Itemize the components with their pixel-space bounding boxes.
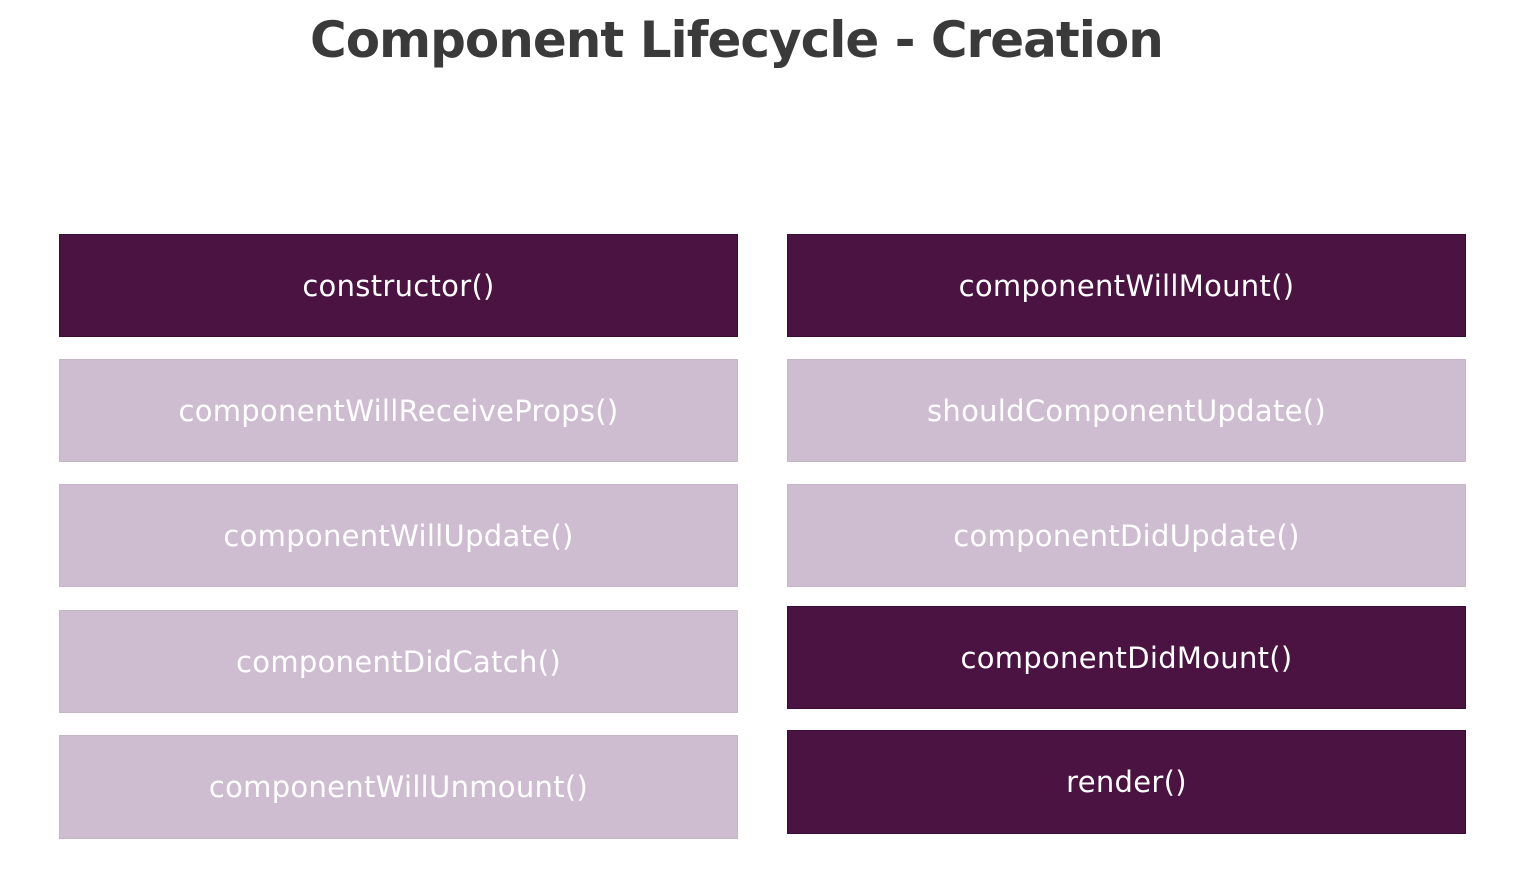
lifecycle-box-constructor: constructor() xyxy=(59,234,738,337)
lifecycle-box-label: shouldComponentUpdate() xyxy=(927,393,1326,428)
lifecycle-box-componentwillupdate: componentWillUpdate() xyxy=(59,484,738,587)
lifecycle-box-label: componentWillMount() xyxy=(958,268,1295,303)
lifecycle-box-componentwillreceiveprops: componentWillReceiveProps() xyxy=(59,359,738,462)
lifecycle-box-render: render() xyxy=(787,730,1466,834)
lifecycle-box-componentdidmount: componentDidMount() xyxy=(787,606,1466,709)
lifecycle-box-componentwillunmount: componentWillUnmount() xyxy=(59,735,738,839)
lifecycle-box-label: render() xyxy=(1066,765,1187,799)
lifecycle-box-label: constructor() xyxy=(302,268,495,303)
lifecycle-box-label: componentDidUpdate() xyxy=(953,518,1300,553)
lifecycle-box-label: componentWillReceiveProps() xyxy=(178,393,619,428)
lifecycle-box-label: componentDidCatch() xyxy=(236,644,561,679)
lifecycle-box-componentwillmount: componentWillMount() xyxy=(787,234,1466,337)
lifecycle-box-label: componentDidMount() xyxy=(960,640,1293,675)
slide-title: Component Lifecycle - Creation xyxy=(310,11,1164,69)
lifecycle-box-shouldcomponentupdate: shouldComponentUpdate() xyxy=(787,359,1466,462)
lifecycle-box-label: componentWillUpdate() xyxy=(223,518,574,553)
lifecycle-box-label: componentWillUnmount() xyxy=(208,770,589,804)
lifecycle-box-componentdidupdate: componentDidUpdate() xyxy=(787,484,1466,587)
lifecycle-box-componentdidcatch: componentDidCatch() xyxy=(59,610,738,713)
